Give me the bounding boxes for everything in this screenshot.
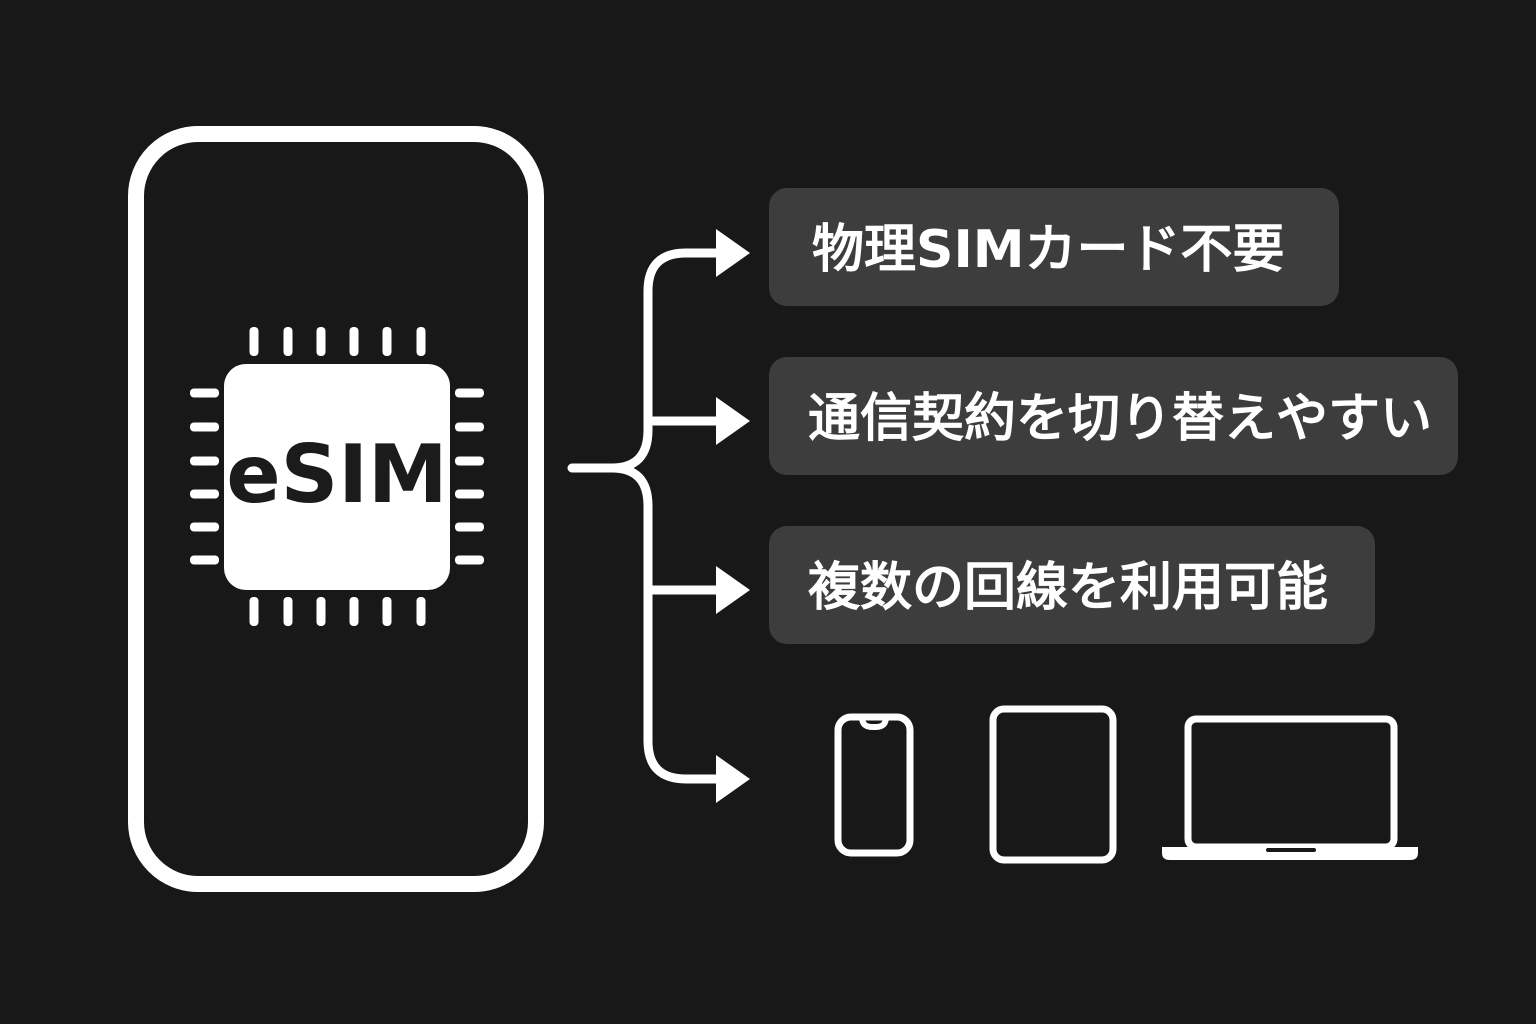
- feature-pill-2: 通信契約を切り替えやすい: [769, 357, 1458, 475]
- smartphone-icon: [834, 713, 914, 857]
- arrowhead-3: [716, 566, 750, 614]
- feature-label-1: 物理SIMカード不要: [812, 220, 1285, 280]
- chip-label: eSIM: [226, 428, 447, 521]
- laptop-icon: [1162, 715, 1418, 860]
- chip-pin-top-5: [382, 327, 392, 356]
- chip-pin-right-2: [455, 422, 484, 432]
- chip-pin-left-2: [190, 422, 219, 432]
- chip-pin-top-1: [249, 327, 259, 356]
- chip-pin-bottom-3: [316, 597, 326, 626]
- chip-pin-bottom-2: [283, 597, 293, 626]
- connector-bracket: [567, 248, 731, 784]
- feature-pill-3: 複数の回線を利用可能: [769, 526, 1375, 644]
- phone-outline-icon: [128, 126, 544, 892]
- chip-pin-top-6: [416, 327, 426, 356]
- chip-pin-right-4: [455, 489, 484, 499]
- chip-pin-top-4: [349, 327, 359, 356]
- chip-pin-right-1: [455, 388, 484, 398]
- chip-pin-left-5: [190, 522, 219, 532]
- chip-pin-right-3: [455, 456, 484, 466]
- arrowhead-4: [716, 755, 750, 803]
- chip-icon: eSIM: [190, 327, 484, 626]
- feature-label-3: 複数の回線を利用可能: [808, 558, 1328, 618]
- chip-pin-bottom-4: [349, 597, 359, 626]
- chip-pin-right-5: [455, 522, 484, 532]
- feature-pill-1: 物理SIMカード不要: [769, 188, 1339, 306]
- chip-pin-bottom-6: [416, 597, 426, 626]
- chip-pin-bottom-1: [249, 597, 259, 626]
- chip-pin-left-1: [190, 388, 219, 398]
- chip-pin-right-6: [455, 555, 484, 565]
- chip-pin-top-2: [283, 327, 293, 356]
- chip-pin-left-3: [190, 456, 219, 466]
- chip-pin-top-3: [316, 327, 326, 356]
- tablet-icon: [989, 705, 1117, 864]
- chip-pin-left-4: [190, 489, 219, 499]
- arrowhead-1: [716, 229, 750, 277]
- arrowhead-2: [716, 397, 750, 445]
- chip-pin-bottom-5: [382, 597, 392, 626]
- chip-pin-left-6: [190, 555, 219, 565]
- feature-label-2: 通信契約を切り替えやすい: [808, 389, 1432, 449]
